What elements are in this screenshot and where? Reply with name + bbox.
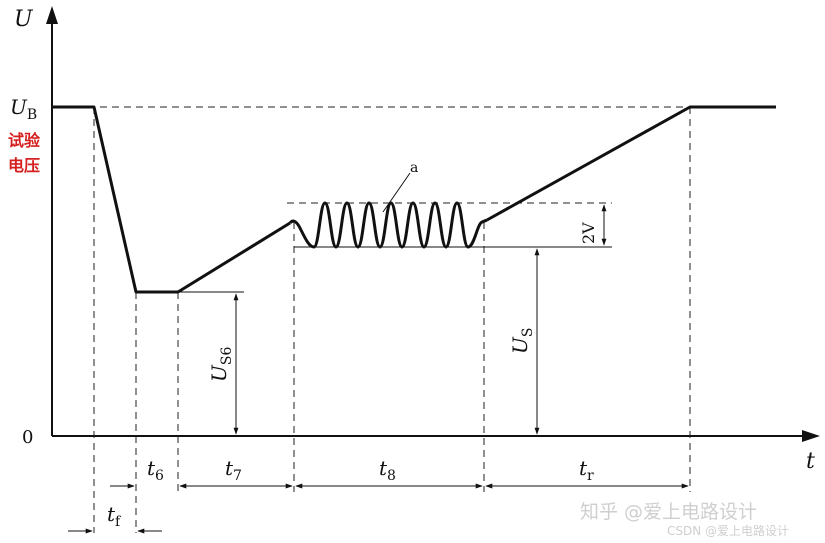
ub-label: UB <box>10 95 37 123</box>
tf-label: tf <box>107 502 122 530</box>
tr-label: tr <box>579 456 594 484</box>
x-axis-label: t <box>806 449 815 474</box>
us-label: US <box>508 328 536 354</box>
ripple-marker-label: a <box>410 160 418 176</box>
t7-label: t7 <box>225 456 242 484</box>
origin-label: 0 <box>22 427 33 448</box>
csdn-watermark: CSDN @爱上电路设计 <box>667 523 789 538</box>
ub-caption-line2: 电压 <box>8 156 40 175</box>
t6-label: t6 <box>147 456 164 484</box>
ub-caption-line1: 试验 <box>8 131 41 150</box>
curve-ripple-section <box>288 201 488 249</box>
ripple-leader-line <box>382 172 411 213</box>
curve-ramp-down-and-rise <box>52 105 291 294</box>
axes <box>46 6 820 442</box>
x-axis-arrowhead <box>802 430 820 442</box>
t8-label: t8 <box>379 456 396 484</box>
reference-lines <box>178 246 612 293</box>
vertical-dimensions <box>233 172 607 435</box>
us6-label: US6 <box>207 347 235 382</box>
voltage-curve <box>52 105 776 294</box>
curve-recovery-ramp <box>486 105 776 222</box>
y-axis-label: U <box>14 7 34 32</box>
ripple-amplitude-label: 2V <box>579 222 598 244</box>
guide-lines <box>52 106 691 533</box>
zhihu-watermark: 知乎 @爱上电路设计 <box>580 501 757 523</box>
interval-dimensions <box>68 483 689 534</box>
y-axis-arrowhead <box>46 6 58 24</box>
